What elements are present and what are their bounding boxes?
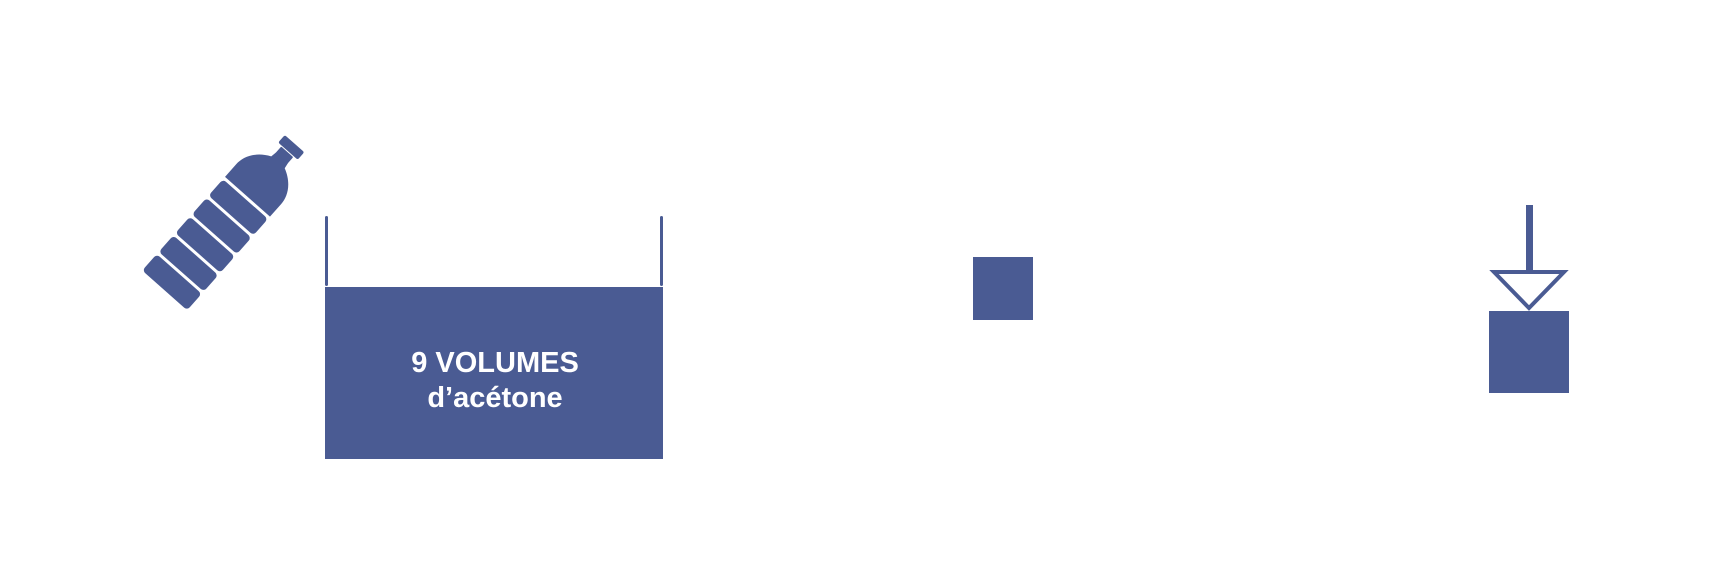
bottle-cap bbox=[278, 135, 304, 159]
water-bottle-icon bbox=[143, 135, 304, 309]
press-arrow-stem bbox=[1526, 205, 1533, 271]
bottle-neck bbox=[275, 146, 293, 164]
beaker-label-line2: d’acétone bbox=[427, 382, 563, 414]
bottle-segment-1 bbox=[210, 180, 267, 234]
beaker-icon bbox=[325, 216, 663, 459]
bottle-segment-3 bbox=[176, 218, 234, 272]
bottle-shoulder bbox=[225, 152, 289, 217]
bottle-segment-4 bbox=[160, 236, 217, 290]
beaker-label: 9 VOLUMES d’acétone bbox=[326, 346, 664, 416]
beaker-left-wall bbox=[325, 216, 328, 286]
beaker-right-wall bbox=[660, 216, 663, 286]
bottle-segment-5 bbox=[143, 255, 201, 309]
bottle-segment-2 bbox=[193, 199, 250, 253]
press-arrow-icon bbox=[1489, 205, 1569, 393]
press-block bbox=[1489, 311, 1569, 393]
beaker-liquid bbox=[325, 287, 663, 459]
press-arrow-head bbox=[1489, 270, 1569, 311]
beaker-label-line1: 9 VOLUMES bbox=[411, 347, 579, 379]
solid-block-icon bbox=[973, 257, 1033, 320]
